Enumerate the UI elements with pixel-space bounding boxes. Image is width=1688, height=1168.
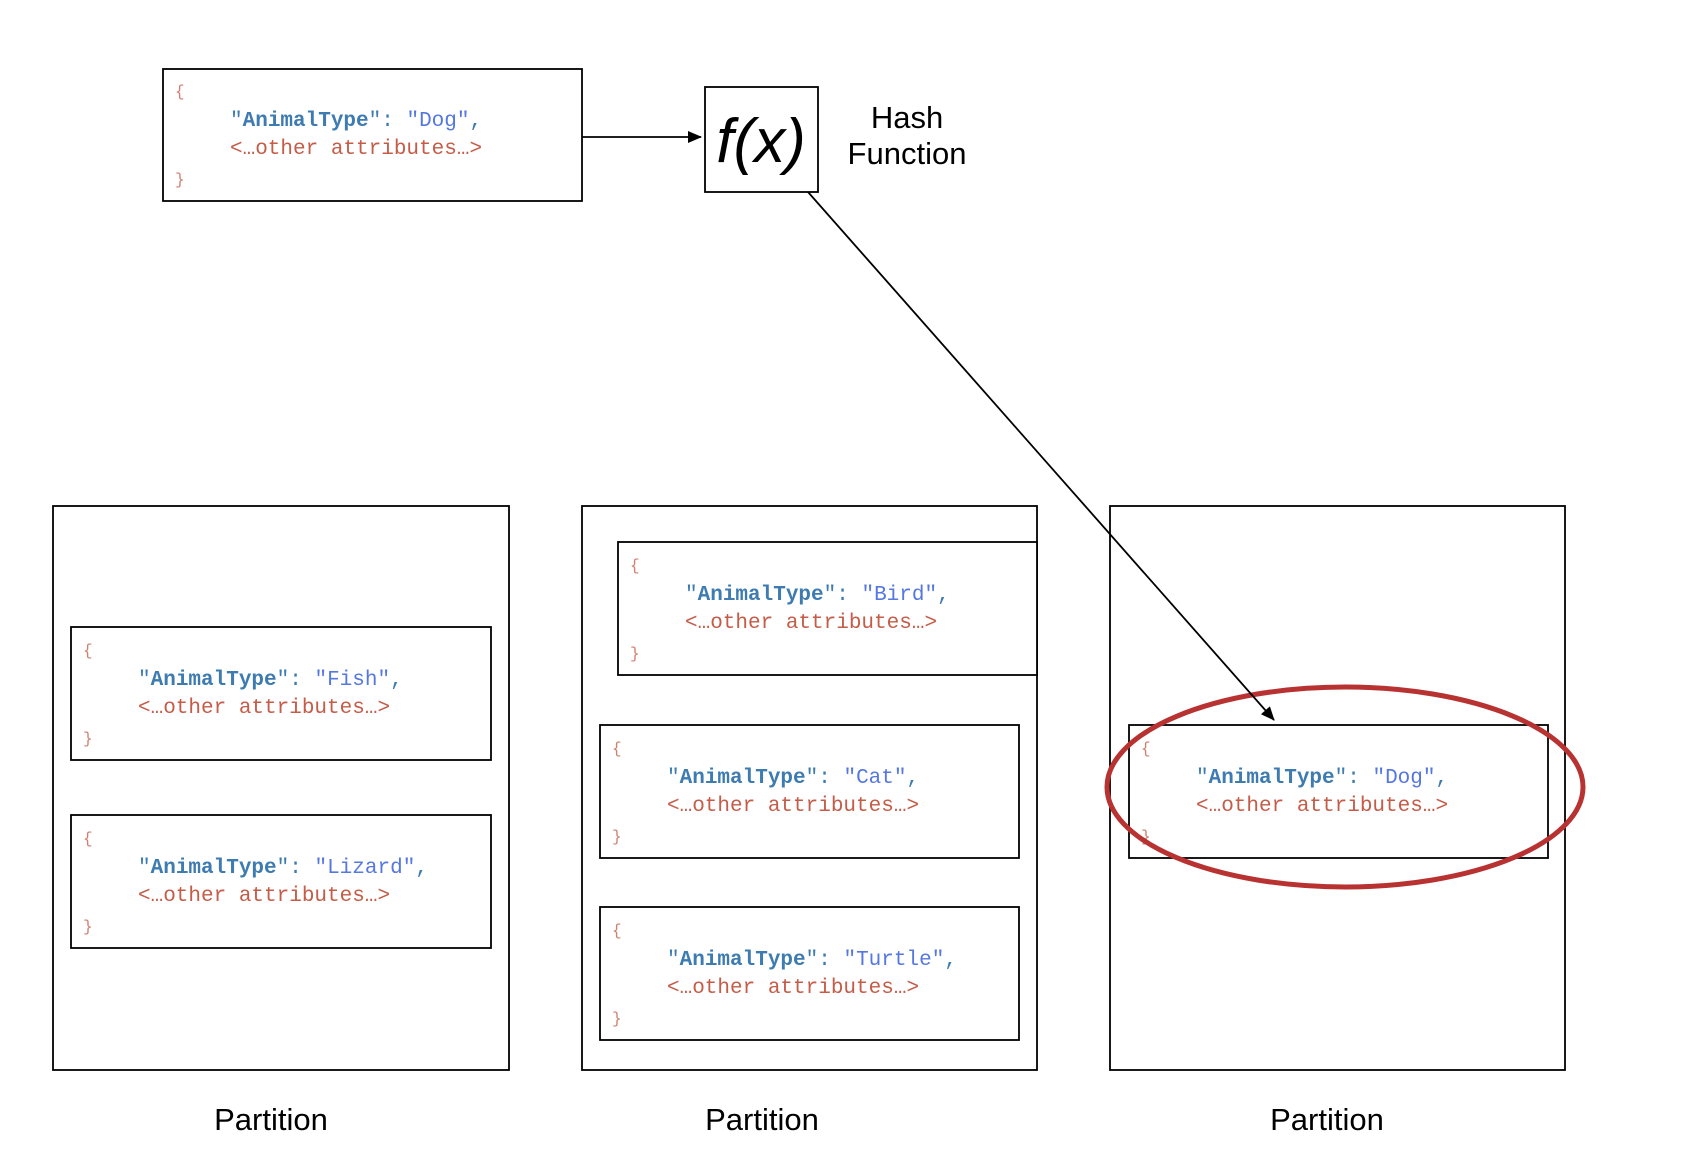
record-turtle-box — [599, 906, 1020, 1041]
record-lizard-open-brace: { — [83, 830, 93, 848]
destination-highlight-ellipse — [1104, 684, 1586, 890]
record-turtle-key-line: "AnimalType": "Turtle", — [667, 949, 957, 972]
record-turtle-close-brace: } — [612, 1010, 622, 1028]
record-cat-box — [599, 724, 1020, 859]
partition-2-label: Partition — [705, 1102, 819, 1137]
source-record-box — [162, 68, 583, 202]
record-cat-close-brace: } — [612, 828, 622, 846]
record-cat: { "AnimalType": "Cat", <…other attribute… — [599, 724, 1020, 859]
record-lizard-close-brace: } — [83, 918, 93, 936]
partition-1-label: Partition — [214, 1102, 328, 1137]
source-record: { "AnimalType": "Dog", <…other attribute… — [162, 68, 583, 202]
record-fish-key-line: "AnimalType": "Fish", — [138, 669, 403, 692]
record-lizard-other-attributes: <…other attributes…> — [138, 885, 390, 908]
source-key-line: "AnimalType": "Dog", — [230, 110, 482, 133]
hash-function-label-line1: Hash — [871, 100, 943, 135]
record-lizard-key-line: "AnimalType": "Lizard", — [138, 857, 428, 880]
record-turtle-other-attributes: <…other attributes…> — [667, 977, 919, 1000]
record-dog-destination-box — [1128, 724, 1549, 859]
record-bird-close-brace: } — [630, 645, 640, 663]
record-fish-close-brace: } — [83, 730, 93, 748]
partition-3-label: Partition — [1270, 1102, 1384, 1137]
record-fish-box — [70, 626, 492, 761]
arrow-hash-to-partition — [807, 191, 1275, 721]
source-close-brace: } — [175, 171, 185, 189]
partition-1: Partition — [52, 505, 510, 1137]
record-dog-destination-open-brace: { — [1141, 740, 1151, 758]
record-dog-destination-close-brace: } — [1141, 828, 1151, 846]
source-open-brace: { — [175, 83, 185, 101]
record-bird-box — [617, 541, 1038, 676]
record-dog-destination: { "AnimalType": "Dog", <…other attribute… — [1128, 724, 1549, 859]
record-bird-other-attributes: <…other attributes…> — [685, 612, 937, 635]
hash-function-symbol: f(x) — [716, 107, 806, 176]
record-cat-key-line: "AnimalType": "Cat", — [667, 767, 919, 790]
source-other-attributes: <…other attributes…> — [230, 138, 482, 161]
record-turtle: { "AnimalType": "Turtle", <…other attrib… — [599, 906, 1020, 1041]
record-fish-open-brace: { — [83, 642, 93, 660]
record-cat-open-brace: { — [612, 740, 622, 758]
record-bird-open-brace: { — [630, 557, 640, 575]
record-lizard-box — [70, 814, 492, 949]
partition-1-box — [52, 505, 510, 1071]
hash-function: f(x) Hash Function — [704, 86, 967, 193]
hash-function-box — [704, 86, 819, 193]
record-lizard: { "AnimalType": "Lizard", <…other attrib… — [70, 814, 492, 949]
record-dog-destination-key-line: "AnimalType": "Dog", — [1196, 767, 1448, 790]
record-fish: { "AnimalType": "Fish", <…other attribut… — [70, 626, 492, 761]
record-fish-other-attributes: <…other attributes…> — [138, 697, 390, 720]
record-bird-key-line: "AnimalType": "Bird", — [685, 584, 950, 607]
record-cat-other-attributes: <…other attributes…> — [667, 795, 919, 818]
record-bird: { "AnimalType": "Bird", <…other attribut… — [617, 541, 1038, 676]
hash-function-label-line2: Function — [848, 136, 967, 171]
record-turtle-open-brace: { — [612, 922, 622, 940]
record-dog-destination-other-attributes: <…other attributes…> — [1196, 795, 1448, 818]
